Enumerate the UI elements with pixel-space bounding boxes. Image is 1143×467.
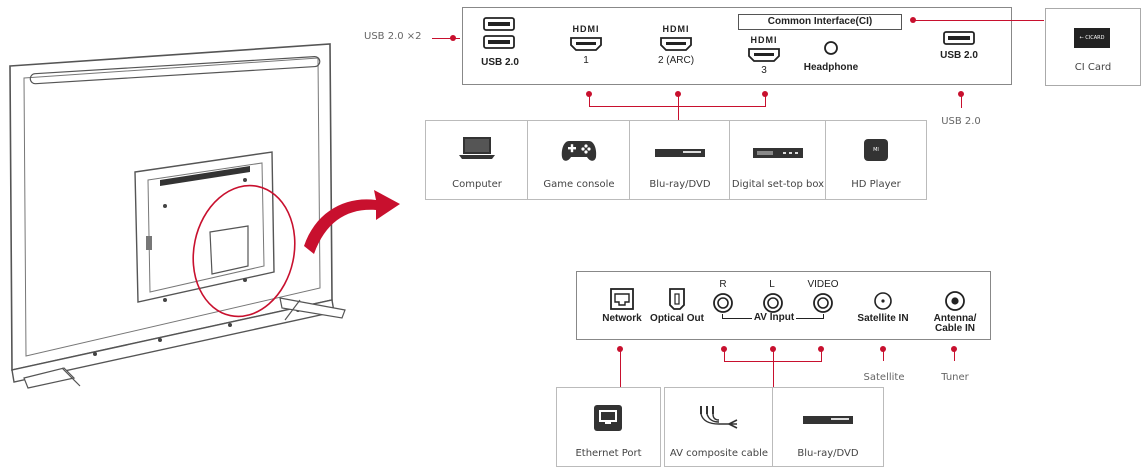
hd-player-icon: MI bbox=[864, 139, 888, 161]
ci-slot-label: Common Interface(CI) bbox=[767, 16, 873, 27]
hdmi-bus bbox=[589, 106, 766, 107]
tv-back-illustration bbox=[9, 43, 346, 389]
ci-slot: Common Interface(CI) bbox=[738, 14, 902, 30]
av-input-bracket-left bbox=[722, 318, 752, 319]
av-input-bracket-right bbox=[796, 318, 824, 319]
usb-right-line bbox=[961, 94, 962, 108]
bluray-icon bbox=[655, 149, 705, 157]
rca-video-jack-icon bbox=[813, 293, 833, 313]
tuner-line bbox=[954, 349, 955, 361]
bottom-device-label: AV composite cable bbox=[669, 448, 769, 459]
av-r-drop bbox=[724, 349, 725, 361]
network-line bbox=[620, 349, 621, 387]
ci-callout-line bbox=[912, 20, 1044, 21]
laptop-icon bbox=[459, 137, 495, 159]
ci-card-icon: ← CICARD bbox=[1074, 28, 1110, 48]
antenna-port-icon bbox=[945, 291, 965, 311]
bottom-device-ethernet: Ethernet Port bbox=[556, 387, 661, 467]
antenna-label-line1: Antenna/ bbox=[933, 313, 977, 324]
optical-port-icon bbox=[669, 288, 685, 310]
hdmi3-number: 3 bbox=[761, 65, 767, 76]
bottom-device-label: Blu-ray/DVD bbox=[797, 448, 859, 459]
hdmi1-number: 1 bbox=[583, 55, 589, 66]
hdmi3-drop bbox=[765, 94, 766, 106]
hdmi-device-game-console: Game console bbox=[527, 120, 631, 200]
hdmi-device-label: Computer bbox=[452, 179, 502, 190]
av-input-tick-left bbox=[722, 314, 723, 319]
usb-callout-dot bbox=[450, 35, 456, 41]
hdmi-device-label: Game console bbox=[543, 179, 615, 190]
usb-callout-line bbox=[432, 38, 460, 39]
antenna-label-line2: Cable IN bbox=[934, 323, 975, 334]
usb-right-label: USB 2.0 bbox=[940, 50, 978, 61]
tuner-callout: Tuner bbox=[941, 372, 969, 383]
hdmi1-logo: HDMI bbox=[572, 24, 600, 34]
hdmi2-logo: HDMI bbox=[662, 24, 690, 34]
hdmi-device-computer: Computer bbox=[425, 120, 529, 200]
rca-l-label: L bbox=[769, 279, 775, 290]
bottom-port-panel bbox=[576, 271, 991, 340]
hdmi-device-label: Blu-ray/DVD bbox=[649, 179, 711, 190]
hdmi-trunk bbox=[678, 94, 679, 120]
usb-port-icon bbox=[943, 31, 975, 45]
hdmi-device-bluray: Blu-ray/DVD bbox=[629, 120, 731, 200]
usb-double-port-icon bbox=[483, 17, 515, 49]
bluray-icon bbox=[803, 416, 853, 424]
ci-callout-dot bbox=[910, 17, 916, 23]
hdmi2-number: 2 (ARC) bbox=[657, 55, 695, 66]
hdmi-device-settop: Digital set-top box bbox=[729, 120, 827, 200]
av-input-tick-right bbox=[823, 314, 824, 319]
av-trunk bbox=[773, 349, 774, 387]
hdmi-device-label: HD Player bbox=[851, 179, 901, 190]
hdmi3-logo: HDMI bbox=[750, 35, 778, 45]
hdmi-device-hdplayer: MI HD Player bbox=[825, 120, 927, 200]
rca-r-label: R bbox=[719, 279, 727, 290]
rca-video-label: VIDEO bbox=[807, 279, 839, 290]
hdmi-device-label: Digital set-top box bbox=[731, 179, 825, 190]
settop-box-icon bbox=[753, 148, 803, 158]
av-video-drop bbox=[821, 349, 822, 361]
hd-player-mark: MI bbox=[873, 147, 879, 153]
hdmi-port-1-icon bbox=[570, 37, 602, 51]
usb-right-callout: USB 2.0 bbox=[941, 116, 981, 127]
network-label: Network bbox=[602, 313, 642, 324]
satellite-port-icon bbox=[874, 292, 892, 310]
satellite-in-label: Satellite IN bbox=[857, 313, 909, 324]
satellite-callout: Satellite bbox=[863, 372, 905, 383]
gamepad-icon bbox=[561, 141, 597, 161]
bottom-device-bluray: Blu-ray/DVD bbox=[772, 387, 884, 467]
ci-card-label: CI Card bbox=[1074, 62, 1112, 73]
usb-left-callout: USB 2.0 ×2 bbox=[364, 31, 422, 42]
hdmi-port-3-icon bbox=[748, 48, 780, 62]
top-port-panel bbox=[462, 7, 1012, 85]
optical-label: Optical Out bbox=[650, 313, 704, 324]
ethernet-port-icon bbox=[594, 405, 622, 431]
red-arrow-icon bbox=[304, 190, 400, 254]
usb-left-label: USB 2.0 bbox=[481, 57, 519, 68]
av-cable-icon bbox=[700, 406, 738, 429]
headphone-label: Headphone bbox=[803, 62, 859, 73]
av-input-label: AV Input bbox=[753, 312, 795, 323]
rca-r-jack-icon bbox=[713, 293, 733, 313]
hdmi1-drop bbox=[589, 94, 590, 106]
ci-card-text: ← CICARD bbox=[1079, 35, 1105, 41]
bottom-device-label: Ethernet Port bbox=[575, 448, 642, 459]
hdmi-port-2-icon bbox=[660, 37, 692, 51]
bottom-device-av-cable: AV composite cable bbox=[664, 387, 774, 467]
satellite-line bbox=[883, 349, 884, 361]
rca-l-jack-icon bbox=[763, 293, 783, 313]
headphone-jack-icon bbox=[824, 41, 838, 55]
network-port-icon bbox=[610, 288, 634, 310]
